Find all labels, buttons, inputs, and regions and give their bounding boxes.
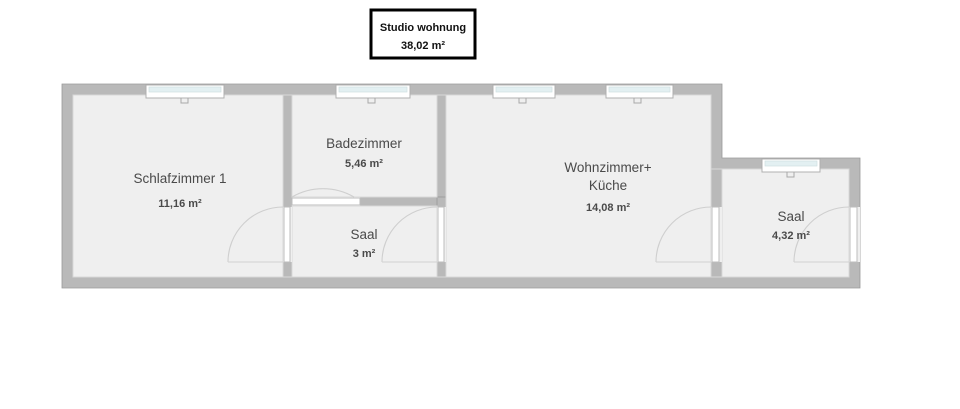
room-name-saal-rechts: Saal [777, 209, 804, 224]
room-label-wohnzimmer-kueche: Wohnzimmer+ Küche 14,08 m² [564, 160, 651, 214]
room-area-label-badezimmer: 5,46 m² [345, 158, 383, 170]
room-labels-group: Schlafzimmer 1 11,16 m² Badezimmer 5,46 … [133, 136, 810, 260]
room-area-label-wohnzimmer-kueche: 14,08 m² [586, 202, 630, 214]
door-saal-wohnzimmer [381, 206, 446, 263]
room-name-wohnzimmer: Wohnzimmer+ [564, 160, 651, 175]
partition-bathroom-right [436, 94, 447, 207]
windows-group [145, 84, 821, 178]
title-box: Studio wohnung 38,02 m² [369, 8, 477, 60]
room-name-schlafzimmer-1: Schlafzimmer 1 [133, 171, 226, 186]
room-area-label-saal-rechts: 4,32 m² [772, 230, 810, 242]
room-label-saal-rechts: Saal 4,32 m² [772, 209, 810, 242]
title-box-border [369, 8, 477, 60]
room-area-schlafzimmer-1 [72, 94, 284, 278]
room-area-label-schlafzimmer-1: 11,16 m² [158, 198, 202, 210]
room-area-label-saal-mitte: 3 m² [353, 248, 376, 260]
door-badezimmer [291, 188, 361, 206]
window-badezimmer [335, 84, 411, 104]
door-saal-rechts-exterior [793, 206, 860, 263]
room-area-saal-mitte [291, 205, 438, 278]
room-name-saal-mitte: Saal [350, 227, 377, 242]
room-name-badezimmer: Badezimmer [326, 136, 402, 151]
door-schlafzimmer-saal [227, 206, 292, 263]
room-label-schlafzimmer-1: Schlafzimmer 1 11,16 m² [133, 171, 226, 210]
room-area-wohnzimmer-kueche [445, 94, 712, 278]
window-wohnzimmer-left [492, 84, 556, 104]
room-label-saal-mitte: Saal 3 m² [350, 227, 377, 260]
window-wohnzimmer-right [605, 84, 674, 104]
door-wohnzimmer-saal-rechts [655, 206, 722, 263]
room-label-badezimmer: Badezimmer 5,46 m² [326, 136, 402, 170]
doors-group [227, 188, 860, 263]
window-saal-rechts [761, 158, 821, 178]
room-area-badezimmer [291, 94, 438, 198]
plan-total-area: 38,02 m² [401, 40, 445, 52]
window-schlafzimmer-1 [145, 84, 225, 104]
room-areas-group [72, 94, 850, 278]
plan-title: Studio wohnung [380, 22, 466, 34]
room-name-kueche: Küche [589, 178, 627, 193]
